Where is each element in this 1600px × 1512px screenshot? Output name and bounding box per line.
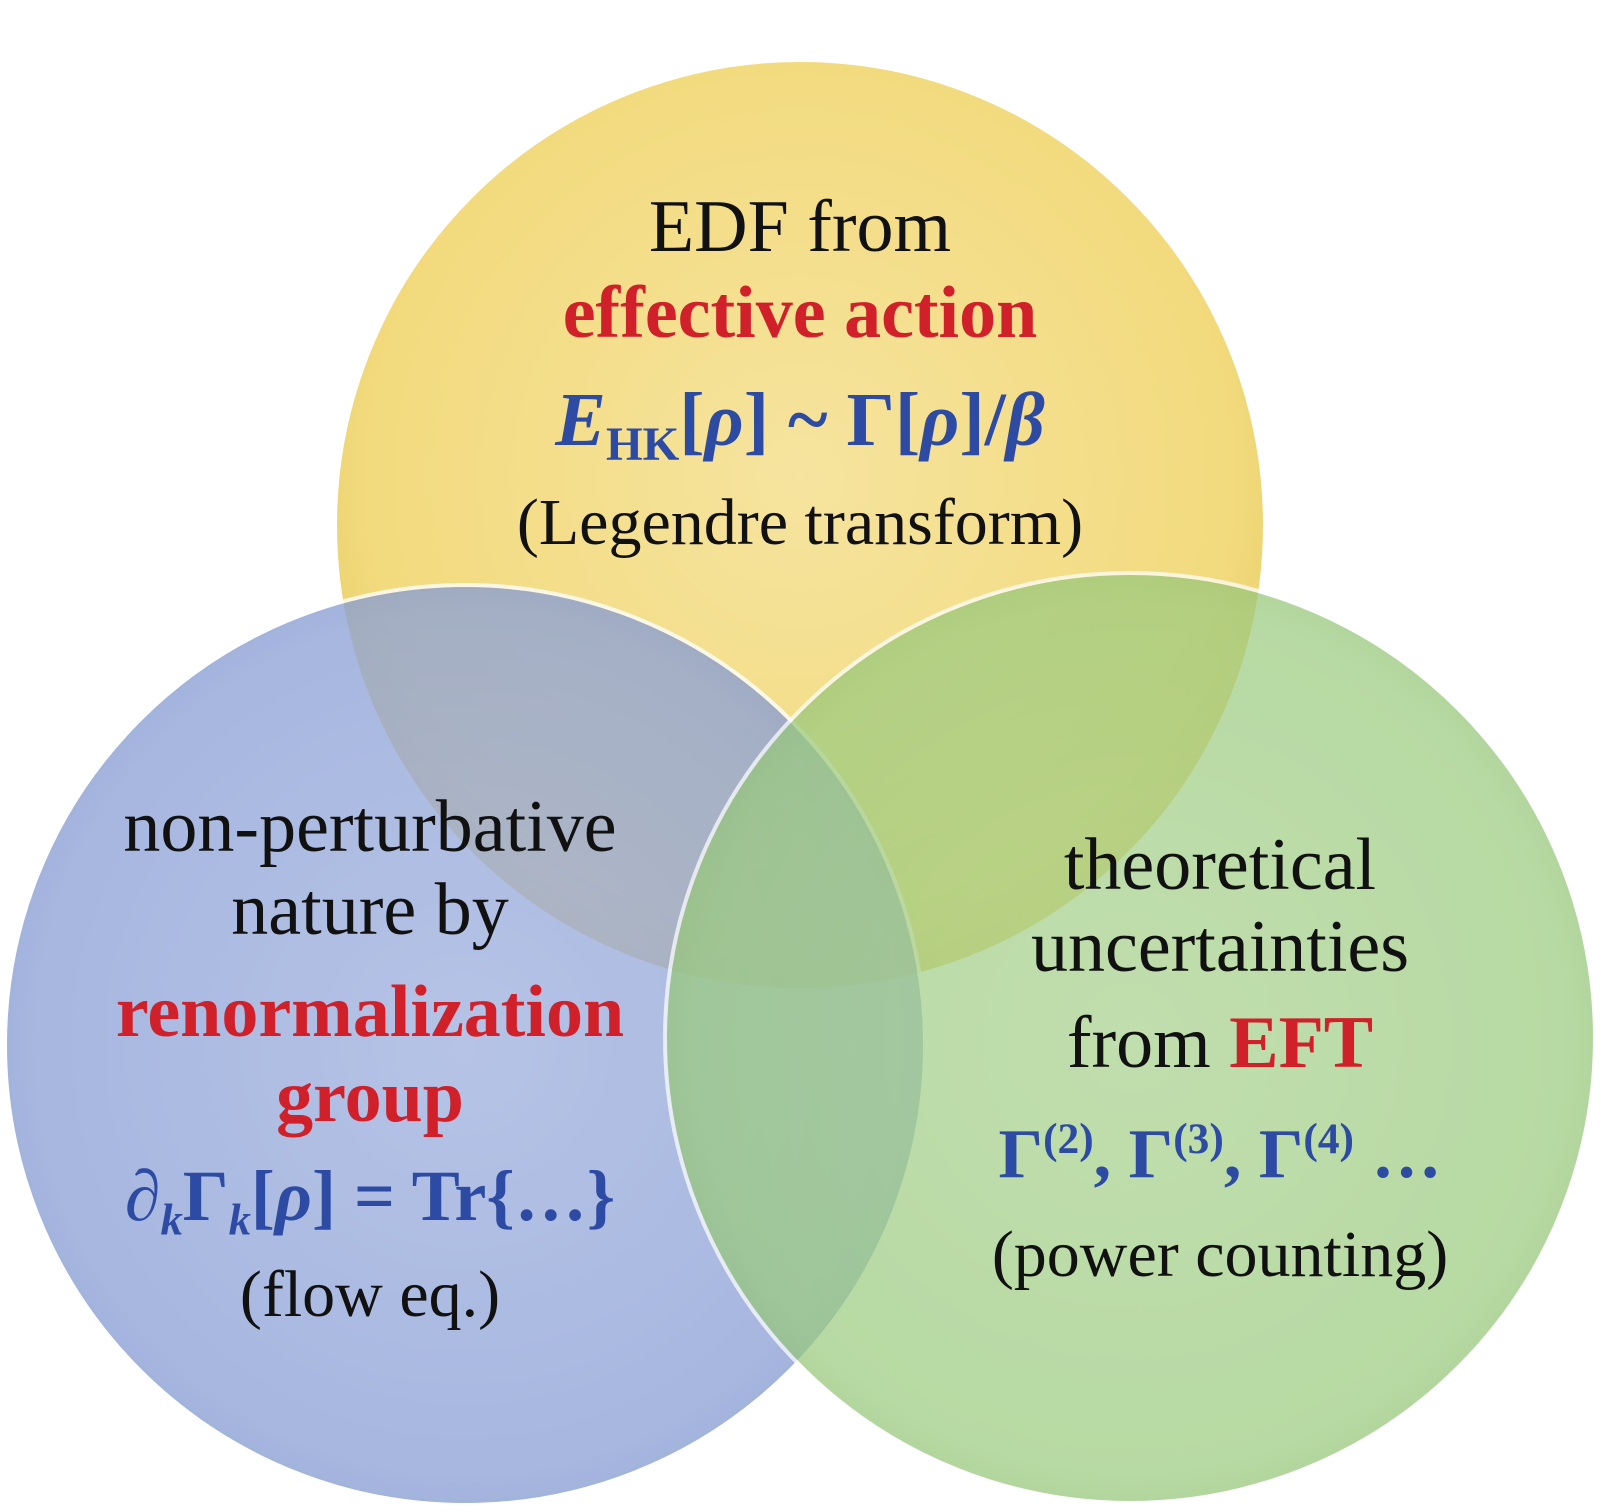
top-note: (Legendre transform) [516,486,1084,559]
left-formula-k2: k [228,1194,251,1245]
left-note: (flow eq.) [239,1258,501,1331]
left-formula-rest: ] = Tr{…} [312,1156,616,1236]
right-formula-sep1: , Γ [1093,1116,1174,1193]
left-formula-partial: ∂ [124,1156,161,1236]
left-line4: group [276,1056,464,1138]
left-formula-rho: ρ [274,1156,312,1236]
top-formula-mid: ] ~ Γ[ [743,378,921,462]
left-formula: ∂kΓk[ρ] = Tr{…} [50,1160,690,1242]
top-formula-end: ]/ [959,378,1006,462]
right-formula-tail: … [1353,1116,1442,1193]
top-formula: EHK[ρ] ~ Γ[ρ]/β [420,382,1180,469]
top-formula-beta: β [1005,378,1045,462]
right-formula: Γ(2), Γ(3), Γ(4) … [910,1117,1530,1190]
right-circle [663,571,1597,1505]
right-line3-prefix: from [1066,1002,1230,1084]
top-formula-E: E [555,378,606,462]
right-formula-s2: (3) [1173,1115,1224,1164]
right-formula-sep2: , Γ [1223,1116,1304,1193]
right-formula-s3: (4) [1303,1115,1354,1164]
top-line1: EDF from [648,186,952,268]
left-formula-gamma: Γ [182,1156,229,1236]
top-line2: effective action [562,272,1038,354]
top-formula-rho1: ρ [704,378,744,462]
left-line3: renormalization [115,971,625,1053]
left-formula-k1: k [160,1194,183,1245]
right-note: (power counting) [991,1218,1449,1291]
top-formula-rho2: ρ [920,378,960,462]
left-line2: nature by [231,869,509,951]
left-line1: non-perturbative [123,786,617,868]
right-line3-highlight: EFT [1229,1002,1374,1084]
left-formula-b1: [ [250,1156,275,1236]
right-line1: theoretical [1063,824,1377,906]
right-line3: from EFT [910,1006,1530,1080]
top-formula-b1: [ [679,378,705,462]
top-formula-sub: HK [605,419,680,472]
right-line2: uncertainties [1030,906,1410,988]
right-formula-s1: (2) [1043,1115,1094,1164]
right-formula-g1: Γ [998,1116,1044,1193]
